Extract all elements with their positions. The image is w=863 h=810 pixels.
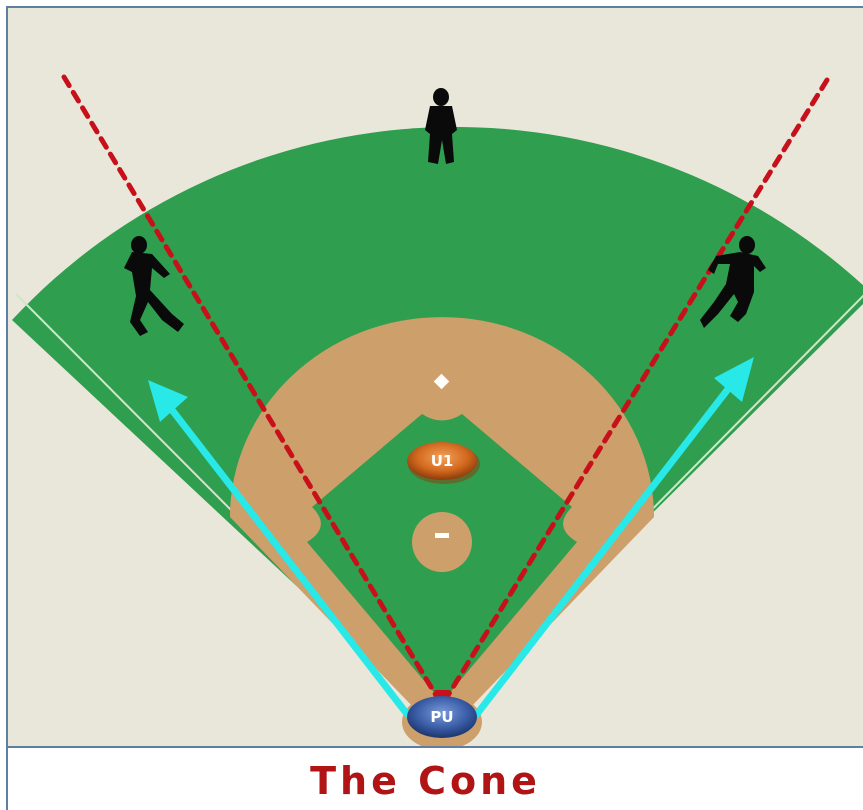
pitchers-rubber-icon bbox=[435, 533, 449, 538]
field-svg: U1 PU bbox=[8, 8, 863, 748]
plate-umpire-marker: PU bbox=[407, 696, 477, 738]
diagram-caption: The Cone bbox=[310, 759, 541, 803]
pu-label: PU bbox=[430, 708, 453, 726]
pitchers-mound bbox=[412, 512, 472, 572]
baseball-field-panel: U1 PU bbox=[6, 6, 863, 748]
caption-bar: The Cone bbox=[6, 748, 863, 810]
u1-label: U1 bbox=[431, 452, 454, 470]
